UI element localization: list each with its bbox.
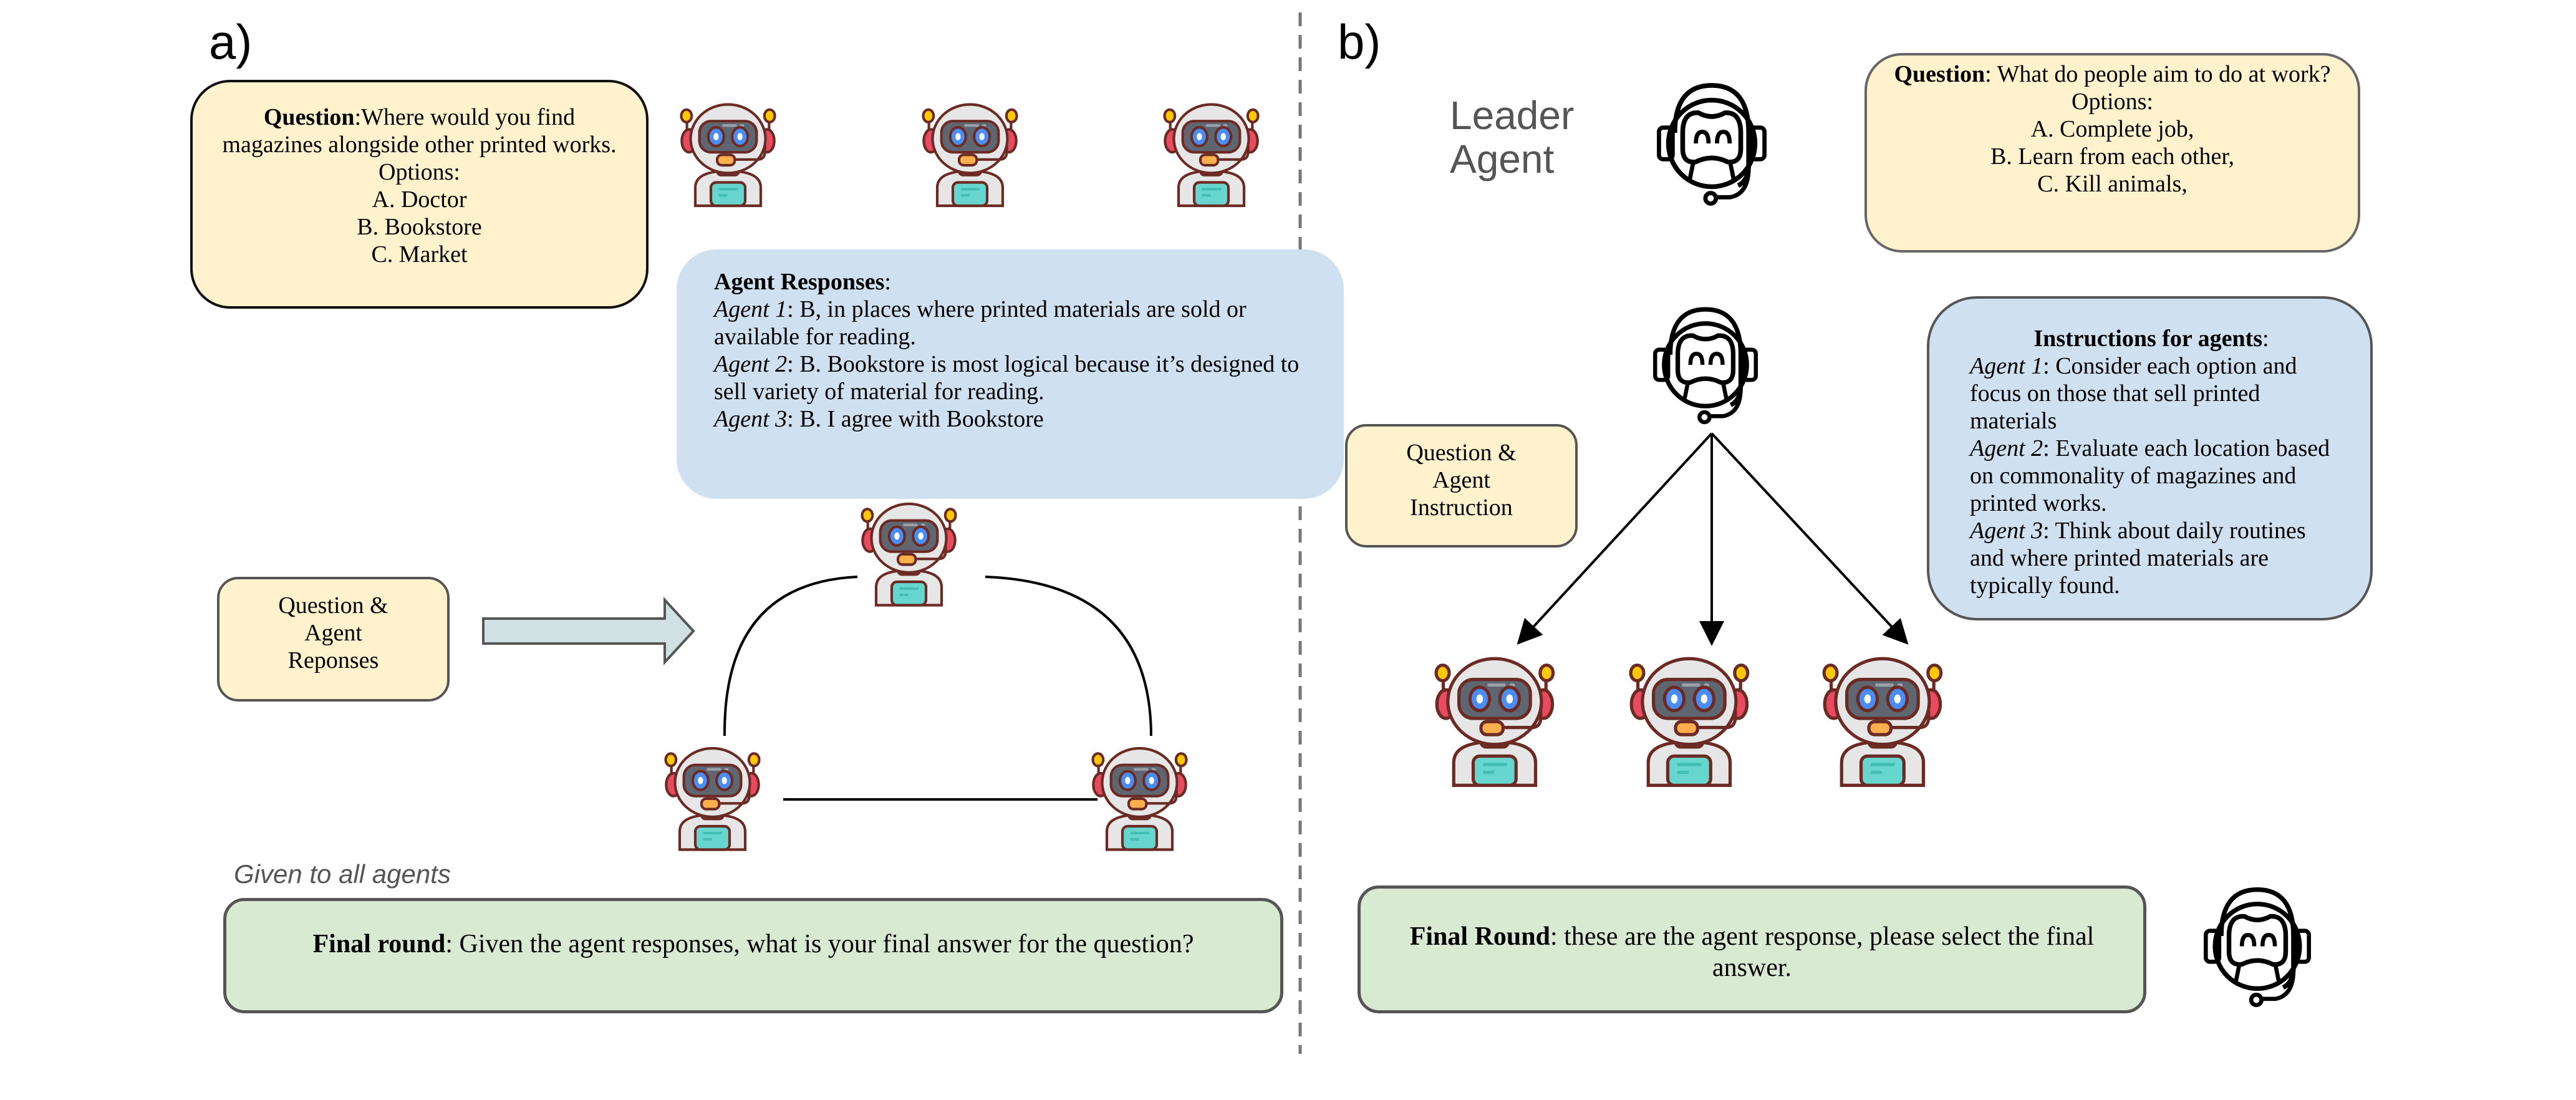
- connector-top-left: [723, 576, 858, 736]
- final-round-title: Final Round: [1409, 922, 1550, 951]
- option-a: A. Complete job,: [2030, 116, 2194, 142]
- agent-response-2: Agent 2: B. Bookstore is most logical be…: [714, 350, 1306, 405]
- final-round-box-b: Final Round: these are the agent respons…: [1358, 885, 2146, 1013]
- leader-robot-outline-icon: [2179, 879, 2335, 1013]
- options-label: Options:: [379, 159, 460, 185]
- option-c: C. Market: [371, 241, 468, 268]
- question-text: : What do people aim to do at work?: [1985, 61, 2331, 87]
- input-arrow: [482, 596, 695, 666]
- input-line: Question &: [278, 592, 388, 619]
- leader-label-line: Leader: [1450, 93, 1575, 138]
- input-box-a: Question & Agent Reponses: [217, 577, 450, 702]
- agent-name: Agent 1: [714, 296, 788, 322]
- options-label: Options:: [2072, 89, 2153, 115]
- question-title: Question: [263, 104, 355, 130]
- instruction-agent-3: Agent 3: Think about daily routines and …: [1970, 517, 2333, 599]
- robot-agent-icon: [680, 94, 804, 209]
- robot-agent-icon: [1822, 642, 1978, 792]
- option-b: B. Bookstore: [357, 214, 482, 240]
- instruction-text: : Consider each option and focus on thos…: [1970, 353, 2297, 434]
- input-line: Agent: [1432, 467, 1490, 493]
- robot-agent-icon: [1163, 94, 1288, 209]
- final-round-box-a: Final round: Given the agent responses, …: [223, 898, 1283, 1013]
- agent-responses-title: Agent Responses: [714, 269, 885, 295]
- instructions-title: Instructions for agents: [2033, 326, 2263, 352]
- input-line: Agent: [304, 620, 362, 646]
- instruction-text: : Think about daily routines and where p…: [1970, 518, 2306, 599]
- panel-b-label: b): [1338, 14, 1381, 69]
- input-line: Reponses: [287, 647, 379, 673]
- final-round-text: : these are the agent response, please s…: [1550, 922, 2095, 982]
- question-box-b: Question: What do people aim to do at wo…: [1864, 53, 2360, 253]
- final-round-text: : Given the agent responses, what is you…: [445, 930, 1194, 958]
- robot-agent-icon: [664, 726, 789, 867]
- option-a: A. Doctor: [372, 186, 467, 213]
- agent-bottom-right: [1091, 726, 1216, 867]
- agent-response-3: Agent 3: B. I agree with Bookstore: [714, 405, 1306, 433]
- robot-agent-icon: [861, 483, 985, 622]
- option-b: B. Learn from each other,: [1990, 143, 2234, 170]
- agent-bottom-left: [664, 726, 789, 867]
- title-colon: :: [884, 269, 891, 295]
- input-line: Question &: [1406, 440, 1517, 466]
- agent-name: Agent 2: [1970, 435, 2043, 461]
- agent-response-text: : B, in places where printed materials a…: [714, 296, 1247, 350]
- question-text: :Where would you find magazines alongsid…: [222, 104, 617, 158]
- robot-agent-icon: [1434, 642, 1590, 792]
- agent-top: [861, 483, 985, 622]
- agent-name: Agent 3: [1970, 518, 2043, 544]
- question-title: Question: [1894, 61, 1985, 87]
- final-round-title: Final round: [312, 930, 446, 958]
- question-box-a: Question:Where would you find magazines …: [190, 80, 649, 309]
- input-box-b: Question & Agent Instruction: [1345, 424, 1578, 548]
- robot-agent-icon: [1091, 726, 1216, 867]
- agent-responses-box: Agent Responses: Agent 1: B, in places w…: [677, 249, 1344, 499]
- robot-agent-icon: [922, 94, 1046, 209]
- instruction-text: : Evaluate each location based on common…: [1970, 435, 2330, 516]
- instruction-agent-2: Agent 2: Evaluate each location based on…: [1970, 435, 2333, 517]
- agent-response-text: : B. I agree with Bookstore: [787, 406, 1044, 432]
- arrow-to-agent-1: [1517, 432, 1713, 645]
- option-c: C. Kill animals,: [2037, 171, 2188, 197]
- leader-label-line: Agent: [1450, 137, 1555, 181]
- instructions-box: Instructions for agents: Agent 1: Consid…: [1927, 296, 2373, 620]
- title-colon: :: [2262, 326, 2269, 352]
- input-line: Instruction: [1410, 495, 1513, 521]
- leader-robot-outline-icon: [1631, 75, 1793, 212]
- agent-response-text: : B. Bookstore is most logical because i…: [714, 351, 1300, 405]
- leader-agent-label: Leader Agent: [1450, 94, 1574, 181]
- connector-top-right: [985, 576, 1152, 736]
- panel-a-label: a): [209, 14, 253, 69]
- leader-robot-outline-icon: [1621, 299, 1790, 430]
- agent-name: Agent 3: [714, 406, 788, 432]
- agent-response-1: Agent 1: B, in places where printed mate…: [714, 296, 1306, 350]
- arrow-to-agent-3: [1710, 432, 1909, 645]
- robot-agent-icon: [1629, 642, 1785, 792]
- agent-name: Agent 1: [1970, 353, 2043, 379]
- agent-name: Agent 2: [714, 351, 788, 377]
- given-to-all-label: Given to all agents: [234, 859, 451, 889]
- instruction-agent-1: Agent 1: Consider each option and focus …: [1970, 352, 2333, 435]
